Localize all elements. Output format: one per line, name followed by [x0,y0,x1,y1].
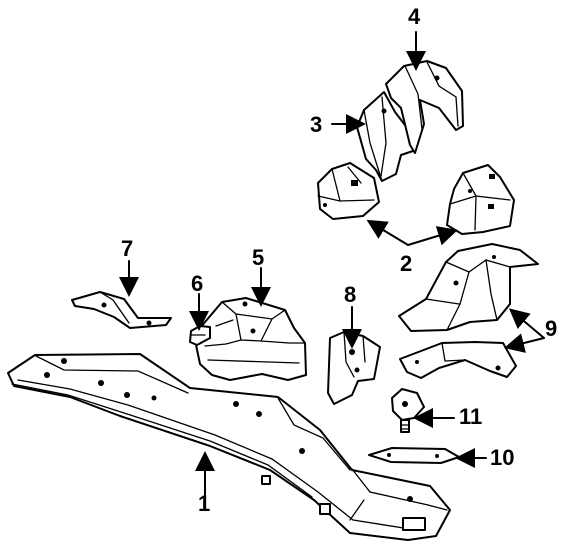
callout-9: 9 [545,316,558,341]
shield-9-upper-part [398,243,539,332]
callout-10: 10 [490,445,515,470]
crossmember-part [7,353,451,541]
callout-3: 3 [310,112,323,137]
bracket-3-part [356,91,414,182]
mount-5-part [193,297,307,381]
mount-2-left-part [317,162,380,220]
callout-4: 4 [408,4,421,29]
callout-11: 11 [459,404,483,429]
callout-2: 2 [400,251,413,276]
mount-2-right-part [446,164,515,235]
callout-1: 1 [198,491,211,516]
bracket-9-lower-part [399,341,517,379]
callout-5: 5 [252,245,265,270]
plate-10-part [368,447,460,464]
callout-6: 6 [191,271,204,296]
callout-7: 7 [121,236,134,261]
callout-8: 8 [344,282,357,307]
bracket-7-part [71,291,172,329]
shield-4-part [385,60,464,154]
mount-11-part [391,388,425,433]
bracket-8-part [327,331,381,405]
leader-lines [119,31,545,497]
